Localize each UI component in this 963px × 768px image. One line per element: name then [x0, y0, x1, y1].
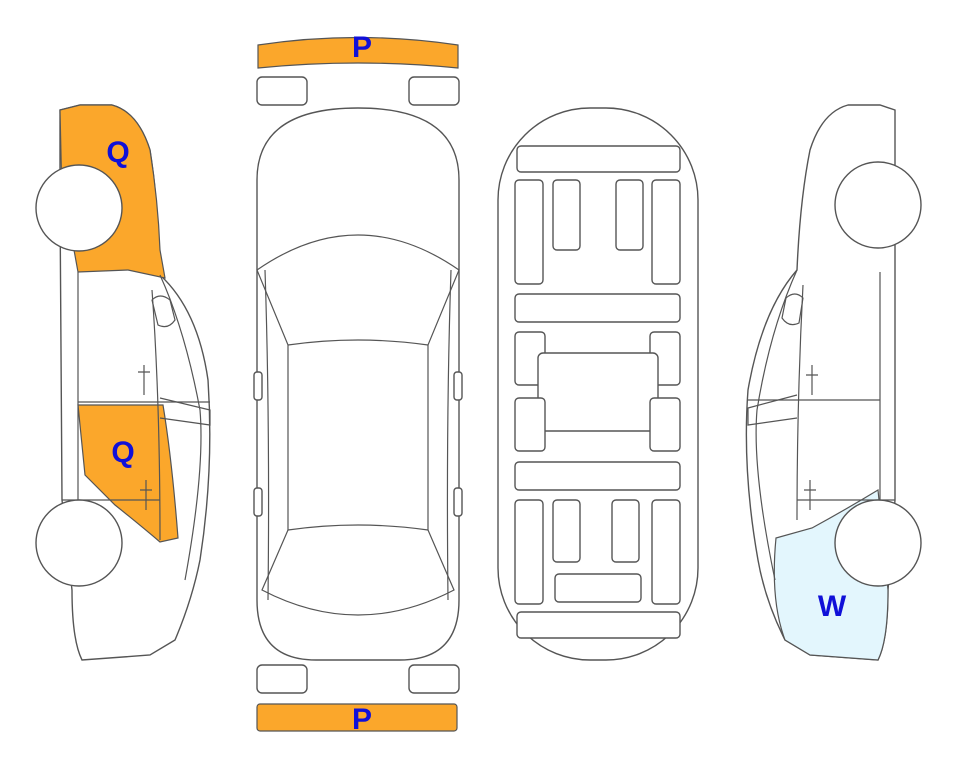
top-right-a-pillar: [446, 269, 452, 601]
left-rear-door-panel[interactable]: [77, 404, 179, 543]
top-left-a-pillar: [264, 269, 270, 601]
right-belt-line: [747, 394, 798, 426]
top-roof: [287, 345, 429, 531]
underside-panel-1: [514, 179, 544, 285]
underside-exhaust-panel: [554, 573, 642, 603]
label-rear-bumper: P: [352, 703, 372, 736]
underside-rear-crossmember: [516, 611, 681, 639]
label-left-front-fender: Q: [106, 136, 129, 169]
left-headlight: [256, 76, 308, 106]
underside-panel-7: [611, 499, 640, 563]
underside-panel-8: [651, 499, 681, 605]
right-rear-wheel: [834, 499, 922, 587]
right-headlight: [408, 76, 460, 106]
top-view-body: [256, 107, 460, 661]
underside-right-frame-2: [649, 397, 681, 452]
rear-bumper-panel[interactable]: [256, 703, 458, 732]
underside-mid-front-bar: [514, 293, 681, 323]
top-rear-window: [261, 529, 455, 616]
front-bumper-panel[interactable]: [257, 36, 459, 69]
right-side-window-line: [755, 269, 798, 581]
top-windshield: [256, 234, 460, 346]
right-handle-front: [806, 365, 818, 395]
left-pillar-line: [151, 289, 161, 541]
label-left-rear-door: Q: [111, 436, 134, 469]
left-rear-wheel: [35, 499, 123, 587]
underside-view: [497, 107, 699, 661]
right-pillar-line: [796, 284, 804, 521]
top-left-mirror: [253, 371, 263, 401]
label-right-rear-quarter: W: [818, 590, 847, 623]
left-mirror: [151, 295, 176, 328]
top-right-rear-mirror: [453, 487, 463, 517]
underside-front-crossmember: [516, 145, 681, 173]
left-handle-rear: [140, 480, 152, 510]
underside-center-panel: [537, 352, 659, 432]
right-taillight: [408, 664, 460, 694]
underside-mid-rear-bar: [514, 461, 681, 491]
underside-panel-5: [514, 499, 544, 605]
left-taillight: [256, 664, 308, 694]
underside-panel-4: [651, 179, 681, 285]
underside-panel-6: [552, 499, 581, 563]
left-side-view: Q Q: [35, 104, 211, 661]
left-belt-line: [159, 397, 211, 426]
top-right-mirror: [453, 371, 463, 401]
right-handle-rear: [804, 480, 816, 510]
right-side-view: W: [745, 104, 922, 661]
underside-left-frame-2: [514, 397, 546, 452]
underside-panel-3: [615, 179, 644, 251]
right-mirror: [781, 293, 804, 326]
top-left-rear-mirror: [253, 487, 263, 517]
left-side-window-line: [159, 274, 202, 581]
top-view: P P: [253, 31, 463, 736]
underside-panel-2: [552, 179, 581, 251]
left-handle-front: [138, 365, 150, 395]
label-front-bumper: P: [352, 31, 372, 64]
left-front-wheel: [35, 164, 123, 252]
right-front-wheel: [834, 161, 922, 249]
